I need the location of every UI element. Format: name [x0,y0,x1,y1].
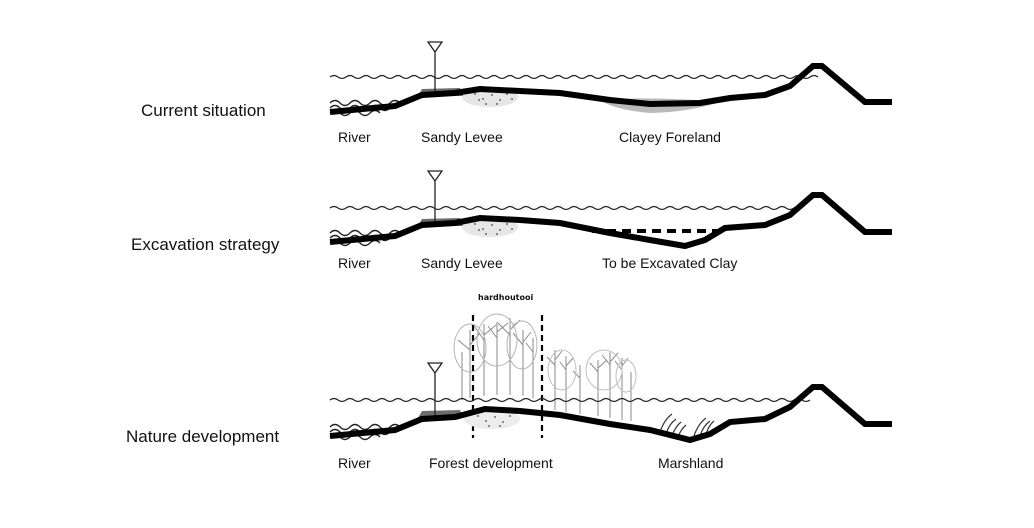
label-forest-development: Forest development [429,455,553,471]
label-clayey-foreland: Clayey Foreland [619,129,721,145]
label-river: River [338,129,371,145]
row-title-current: Current situation [141,101,266,120]
label-sandy-levee: Sandy Levee [421,255,503,271]
antenna-icon [426,41,444,96]
label-excavated-clay: To be Excavated Clay [602,255,738,271]
label-river: River [338,255,371,271]
reeds-icon [659,413,715,438]
zone-tag: hardhoutooi [478,293,534,302]
row-title-excavation: Excavation strategy [131,235,280,254]
water-level-line [329,205,803,211]
label-sandy-levee: Sandy Levee [421,129,503,145]
water-level-line [329,397,811,403]
antenna-icon [426,362,444,418]
ground-profile [329,384,892,444]
water-level-line [329,74,819,80]
cross-section-nature [329,313,892,444]
row-title-nature: Nature development [126,427,280,446]
ground-profile [329,192,892,250]
antenna-icon [426,170,444,226]
ground-profile [329,63,892,115]
label-river: River [338,455,371,471]
label-marshland: Marshland [658,455,724,471]
cross-section-current [329,41,892,117]
sand-levee-fill [464,409,520,429]
forest-trees-icon [453,313,637,421]
cross-section-excavation [329,170,892,250]
